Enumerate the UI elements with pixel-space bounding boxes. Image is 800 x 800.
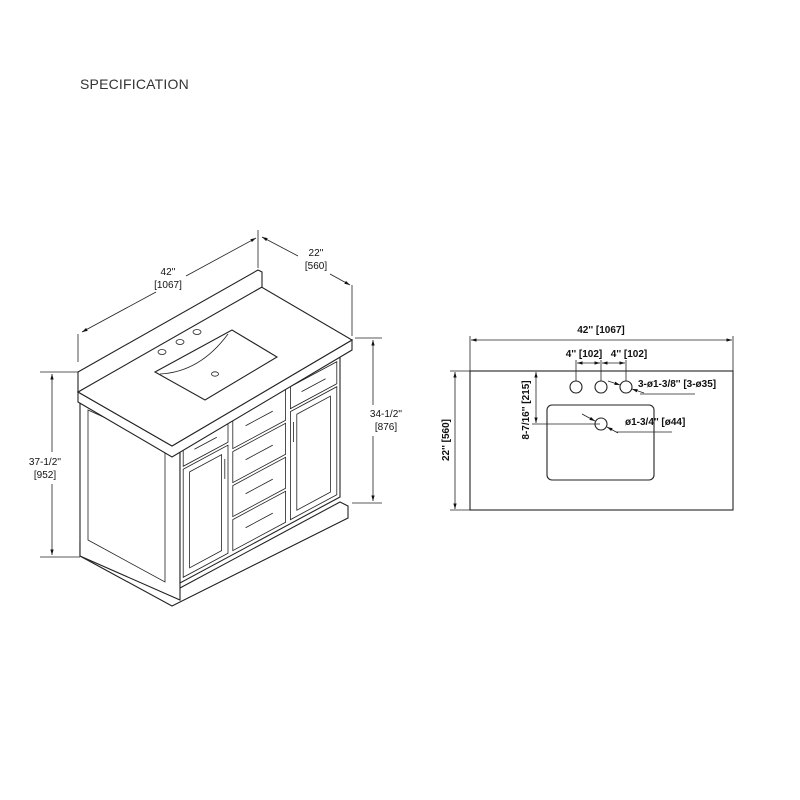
faucet-hole [175, 339, 185, 345]
drawer-mid-4 [233, 491, 286, 550]
countertop-outline [469, 370, 734, 511]
faucet-hole [569, 380, 583, 394]
sink-outline [546, 404, 655, 481]
vanity-perspective: 42'' [1067] 22'' [560] 37-1/2'' [952] 34… [29, 230, 402, 607]
width-dim-mm: [1067] [154, 280, 182, 291]
drawer-handle [194, 437, 216, 449]
door-right [290, 387, 336, 520]
faucet-hole [594, 380, 608, 394]
drawer-mid-2 [233, 423, 286, 482]
backsplash [77, 269, 263, 393]
drawer-mid-3 [233, 457, 286, 516]
drain-hole [211, 371, 219, 377]
drain-hole-dim: ø1-3/4'' [ø44] [625, 417, 685, 428]
total-height-mm: [952] [34, 470, 56, 481]
counter-height-in: 34-1/2'' [370, 409, 402, 420]
hole-spacing-1: 4'' [102] [566, 349, 602, 360]
top-depth-dim: 22'' [560] [441, 419, 452, 461]
width-dim-in: 42'' [161, 267, 176, 278]
top-width-dim: 42'' [1067] [577, 325, 625, 336]
drain-offset-dim: 8-7/16'' [215] [521, 380, 532, 439]
top-view: 42'' [1067] 22'' [560] 4'' [102] 4'' [10… [441, 325, 734, 511]
counter-height-mm: [876] [375, 422, 397, 433]
sink-inner [159, 333, 229, 375]
door-left [183, 445, 228, 577]
faucet-hole [619, 380, 633, 394]
faucet-hole [192, 329, 202, 335]
total-height-in: 37-1/2'' [29, 457, 61, 468]
page-title: SPECIFICATION [80, 76, 189, 92]
faucet-hole [157, 349, 167, 355]
faucet-hole-dim: 3-ø1-3/8'' [3-ø35] [638, 379, 716, 390]
front-face [180, 357, 340, 583]
hole-spacing-2: 4'' [102] [611, 349, 647, 360]
drawer-right [290, 362, 336, 409]
depth-dim-in: 22'' [309, 248, 324, 259]
depth-dim-mm: [560] [305, 261, 327, 272]
sink-basin [153, 329, 279, 401]
